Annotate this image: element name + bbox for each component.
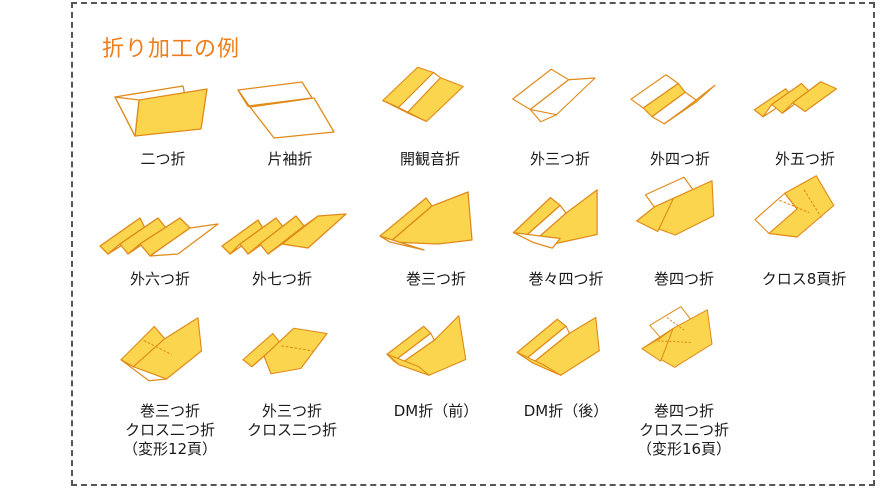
page-title: 折り加工の例 [102, 37, 241, 62]
fold-label: DM折（前） [393, 402, 479, 420]
fold-label: 巻々四つ折 [528, 270, 604, 288]
roll-four-cross-fold-icon [641, 306, 713, 368]
roll-four-fold-icon [636, 176, 715, 236]
open-gate-fold-icon [382, 66, 464, 123]
dashed-border-frame [71, 2, 875, 486]
two-fold-icon [114, 85, 208, 137]
dm-fold-back-icon [516, 316, 600, 376]
roll-tri-fold-icon [379, 191, 473, 251]
double-roll-four-fold-icon [512, 189, 598, 249]
fold-label: 巻三つ折 [405, 270, 466, 288]
fold-label: 外五つ折 [774, 150, 835, 168]
outer-five-fold-icon [753, 81, 838, 118]
outer-six-fold-icon [99, 217, 219, 257]
fold-label: 片袖折 [267, 150, 313, 168]
fold-label: 開観音折 [399, 150, 460, 168]
dm-fold-front-icon [386, 315, 467, 376]
outer-seven-fold-icon [221, 213, 347, 255]
fold-label: 外七つ折 [251, 270, 312, 288]
fold-label: 二つ折 [140, 150, 186, 168]
fold-label: 巻三つ折 クロス二つ折 （変形12頁） [122, 402, 218, 458]
fold-label: 外六つ折 [129, 270, 190, 288]
outer-four-fold-icon [630, 74, 716, 125]
fold-label: 巻四つ折 クロス二つ折 （変形16頁） [636, 402, 732, 458]
roll-tri-cross-fold-icon [120, 317, 203, 382]
fold-label: 外四つ折 [649, 150, 710, 168]
cross-8-page-fold-icon [754, 175, 835, 238]
fold-label: 外三つ折 [529, 150, 590, 168]
fold-label: 外三つ折 クロス二つ折 [246, 402, 337, 439]
fold-label: 巻四つ折 [653, 270, 714, 288]
outer-tri-fold-icon [512, 68, 596, 123]
fold-label: DM折（後） [523, 402, 609, 420]
one-sleeve-fold-icon [237, 81, 335, 139]
fold-label: クロス8頁折 [761, 270, 847, 288]
outer-tri-cross-fold-icon [242, 327, 328, 375]
